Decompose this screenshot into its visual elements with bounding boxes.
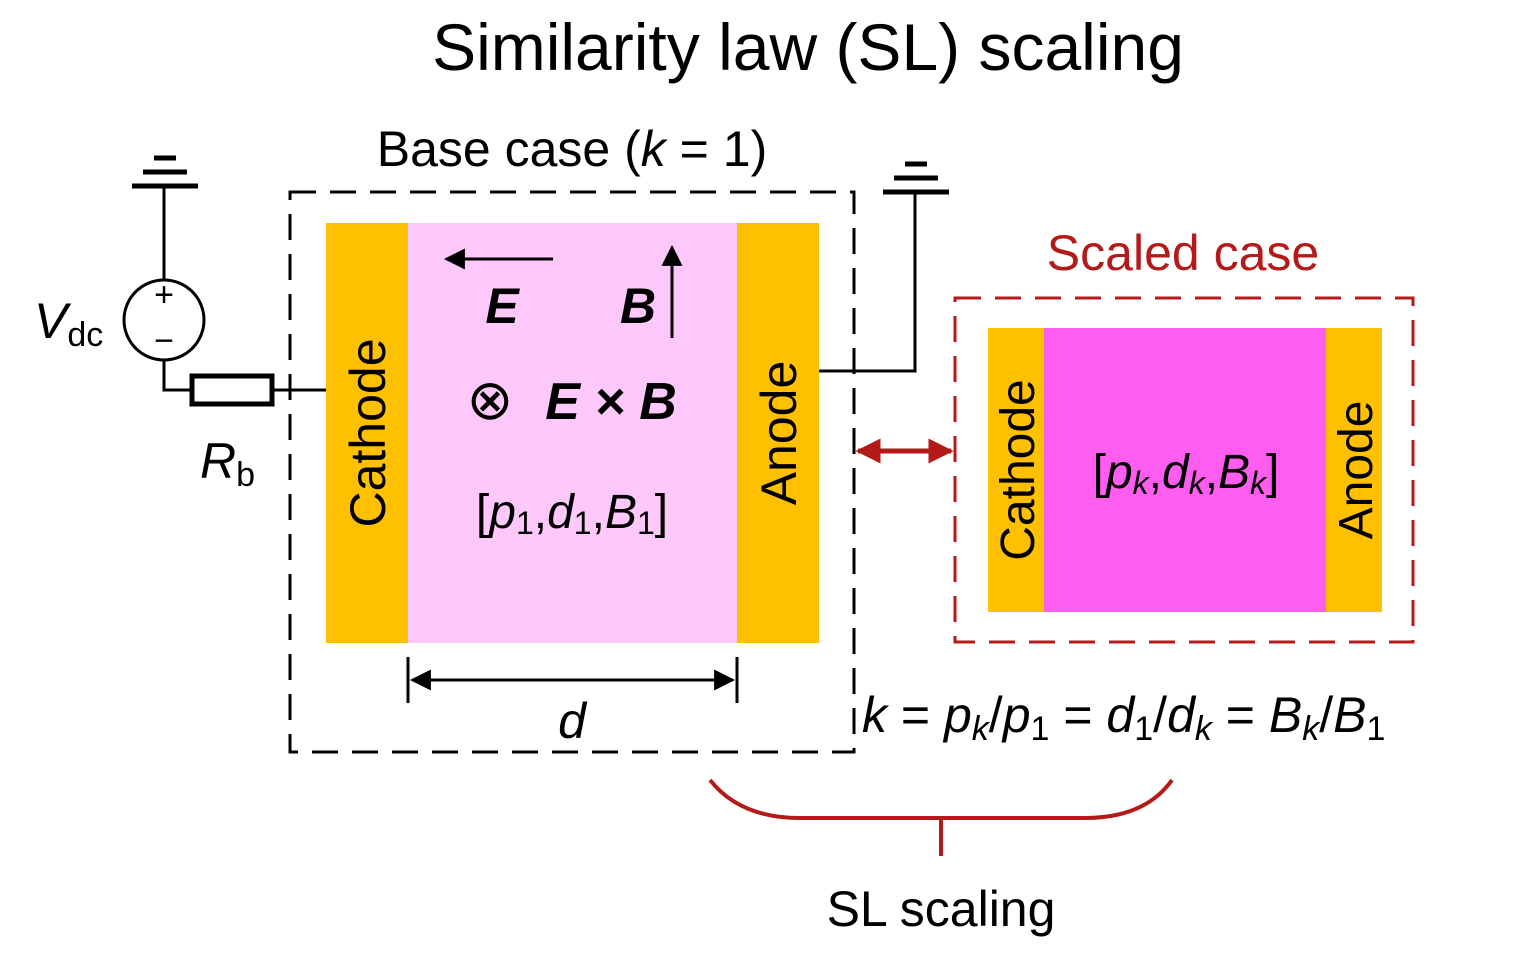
base-params: [p1,d1,B1] xyxy=(476,486,668,541)
base-cathode-label: Cathode xyxy=(340,338,396,527)
anode-ground-wire xyxy=(819,190,917,373)
source-to-resistor-wire xyxy=(162,360,192,392)
scaling-equation: k = pk/p1 = d1/dk = Bk/B1 xyxy=(862,687,1385,748)
base-plasma-region xyxy=(408,223,738,643)
voltage-source-plus: + xyxy=(154,276,174,314)
base-cathode xyxy=(326,223,408,643)
sl-scaling-label: SL scaling xyxy=(827,881,1056,937)
gap-label: d xyxy=(558,693,588,749)
scaled-case-label: Scaled case xyxy=(1047,225,1319,281)
base-case-label: Base case (k = 1) xyxy=(377,121,767,177)
voltage-source-label: Vdc xyxy=(34,293,103,354)
e-field-label: E xyxy=(485,278,520,334)
scaled-cathode xyxy=(988,328,1044,612)
voltage-source-minus: − xyxy=(154,322,174,360)
scaled-anode xyxy=(1326,328,1382,612)
right-ground-icon xyxy=(883,161,949,195)
exb-direction-icon: ⊗ xyxy=(467,368,514,431)
page-title: Similarity law (SL) scaling xyxy=(432,10,1184,84)
exb-label: E × B xyxy=(545,373,677,431)
scaled-plasma-region xyxy=(1044,328,1326,612)
scaled-cathode-label: Cathode xyxy=(992,379,1045,560)
left-ground-icon xyxy=(132,155,198,189)
resistor-label: Rb xyxy=(200,433,255,494)
base-case-boundary xyxy=(288,190,856,754)
scaled-params: [pk,dk,Bk] xyxy=(1093,446,1280,501)
sl-scaling-brace xyxy=(708,778,1174,820)
base-anode-label: Anode xyxy=(751,361,807,506)
b-field-label: B xyxy=(620,278,656,334)
base-anode xyxy=(737,223,819,643)
resistor-icon xyxy=(189,373,275,407)
scaled-anode-label: Anode xyxy=(1330,401,1383,540)
